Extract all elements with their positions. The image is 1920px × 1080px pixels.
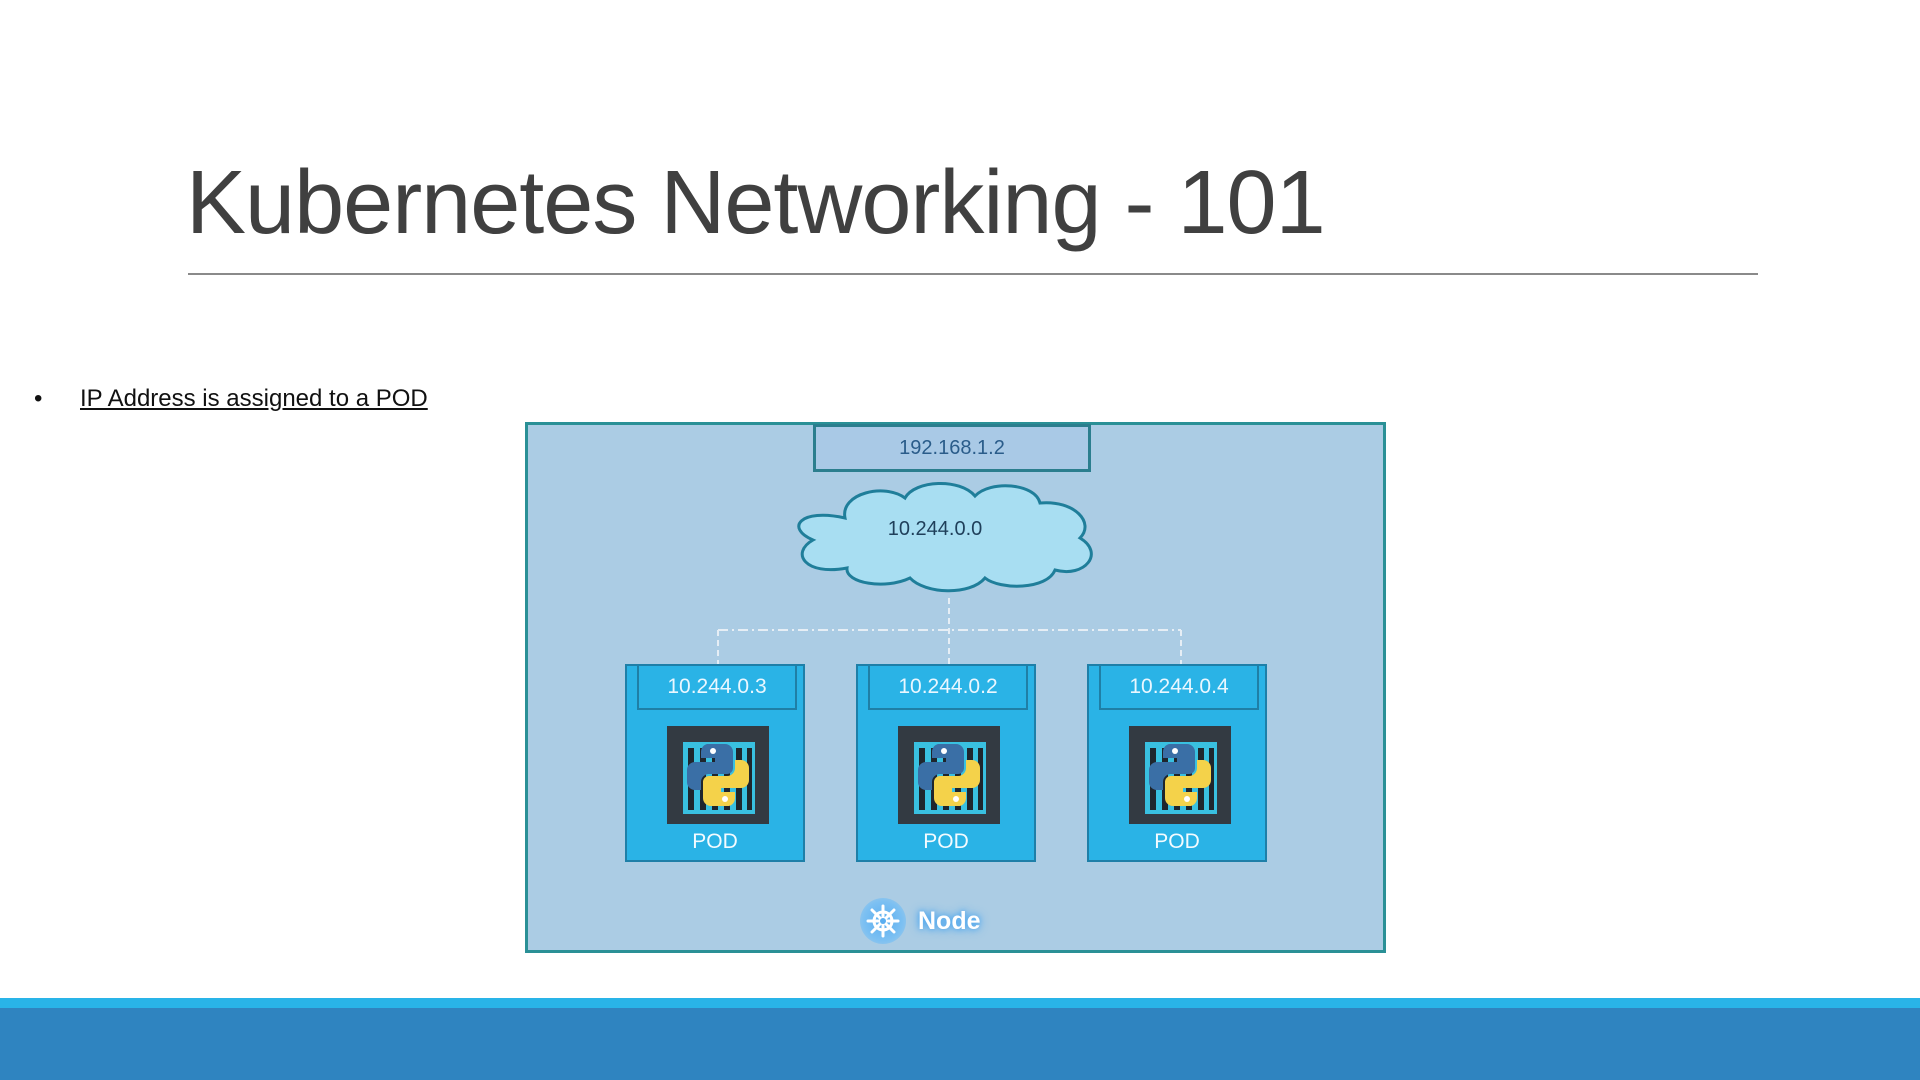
pod-ip: 10.244.0.3 <box>637 666 797 710</box>
python-container-icon <box>1129 726 1231 824</box>
pod-card[interactable]: 10.244.0.2 POD <box>856 664 1036 862</box>
pod-card[interactable]: 10.244.0.3 POD <box>625 664 805 862</box>
pod-label: POD <box>923 830 969 853</box>
bullet-text: IP Address is assigned to a POD <box>80 385 428 412</box>
pod-ip: 10.244.0.2 <box>868 666 1028 710</box>
pod-network-cidr: 10.244.0.0 <box>887 518 983 540</box>
pod-label: POD <box>692 830 738 853</box>
title-divider <box>188 273 1758 275</box>
footer-band <box>0 1008 1920 1080</box>
cloud-icon <box>797 482 1093 593</box>
slide-title: Kubernetes Networking - 101 <box>186 153 1326 253</box>
pod-ip: 10.244.0.4 <box>1099 666 1259 710</box>
node-label: Node <box>860 898 981 944</box>
footer-accent-stripe <box>0 998 1920 1008</box>
pod-card[interactable]: 10.244.0.4 POD <box>1087 664 1267 862</box>
network-links <box>717 598 1182 664</box>
python-container-icon <box>898 726 1000 824</box>
kubernetes-helm-icon <box>860 898 906 944</box>
python-container-icon <box>667 726 769 824</box>
node-host-ip: 192.168.1.2 <box>813 424 1091 472</box>
pod-label: POD <box>1154 830 1200 853</box>
node-text: Node <box>918 906 981 935</box>
bullet-marker: • <box>34 385 43 412</box>
